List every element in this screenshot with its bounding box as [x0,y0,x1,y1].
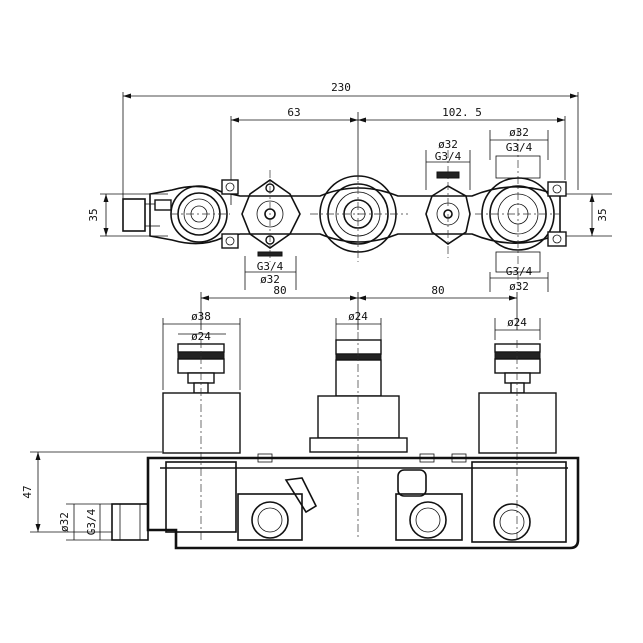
dimension-overall-width: 230 [122,81,579,200]
left-spindle-diameter-label: ø24 [191,330,211,343]
side-port-diameter-label: ø32 [58,512,71,532]
right-port-housing [475,128,567,290]
left-valve-stem: ø38 ø24 [162,310,241,540]
right-bottom-thread-label: G3/4 [506,265,533,278]
mid-port-thread-label: G3/4 [435,150,462,163]
dimension-offsets: 63 102. 5 [230,106,566,205]
side-port [111,503,149,541]
front-view: 80 80 ø38 ø24 ø24 [21,284,580,550]
left-port-callout: G3/4 ø32 [244,256,297,290]
side-port-callout: ø32 G3/4 [58,503,112,541]
dim-overall-width-label: 230 [331,81,351,94]
right-valve-stem: ø24 [478,316,557,540]
right-spindle-diameter-label: ø24 [507,316,527,329]
right-bottom-diameter-label: ø32 [509,280,529,293]
right-top-diameter-label: ø32 [509,126,529,139]
top-view: 230 63 102. 5 35 [87,81,612,293]
dim-spacing-left-label: 80 [273,284,286,297]
dimension-spacing: 80 80 [200,284,518,330]
dimension-height: 35 35 [87,193,612,237]
left-port-thread-label: G3/4 [257,260,284,273]
left-body-diameter-label: ø38 [191,310,211,323]
side-port-thread-label: G3/4 [85,508,98,535]
dim-depth-label: 47 [21,485,34,498]
left-port-diameter-label: ø32 [260,273,280,286]
right-diverter: ø32 G3/4 [425,138,471,258]
dim-spacing-right-label: 80 [431,284,444,297]
right-port-callout: ø32 G3/4 G3/4 ø32 [489,126,549,293]
center-spindle-diameter-label: ø24 [348,310,368,323]
left-diverter [241,170,301,262]
dim-left-offset-label: 63 [287,106,300,119]
dim-right-offset-label: 102. 5 [442,106,482,119]
mid-port-diameter-label: ø32 [438,138,458,151]
dim-height-right-label: 35 [596,208,609,221]
right-top-thread-label: G3/4 [506,141,533,154]
center-valve-stem: ø24 [309,310,408,540]
valve-body-front [146,453,580,550]
left-port-housing [154,179,239,249]
center-cartridge-top [310,170,408,262]
dim-height-left-label: 35 [87,208,100,221]
dimension-depth: 47 [21,451,162,533]
